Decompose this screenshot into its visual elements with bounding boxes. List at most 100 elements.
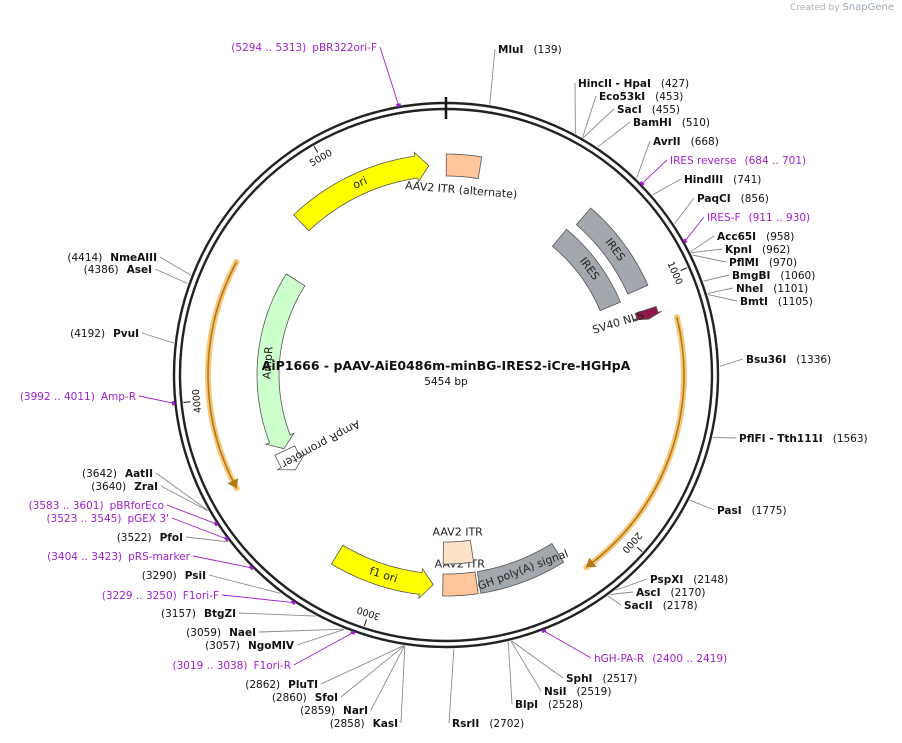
site-f1ori-r[interactable]: (3019 .. 3038)F1ori-R <box>173 660 291 672</box>
feature-ampr-promoter[interactable] <box>274 445 306 471</box>
site-position: (3522) <box>117 532 152 544</box>
site-name: PsiI <box>185 570 206 582</box>
site-name: AvrII <box>653 136 681 148</box>
site-position: (962) <box>762 244 790 256</box>
site-position: (2519) <box>577 686 612 698</box>
leader-line <box>448 648 455 724</box>
site-paqci[interactable]: PaqCI(856) <box>697 193 769 205</box>
tick-mark <box>636 546 643 553</box>
site-pbr322ori-f[interactable]: (5294 .. 5313)pBR322ori-F <box>231 42 377 54</box>
site-nmeaiii[interactable]: (4414)NmeAIII <box>67 252 157 264</box>
site-kasi[interactable]: (2858)KasI <box>330 718 398 730</box>
site-asci[interactable]: AscI(2170) <box>636 587 705 599</box>
site-position: (911 .. 930) <box>749 212 811 224</box>
leader-line <box>712 436 737 439</box>
site-position: (3229 .. 3250) <box>102 590 177 602</box>
site-name: PflMI <box>729 257 759 269</box>
site-eco53ki[interactable]: Eco53kI(453) <box>599 91 683 103</box>
site-asei[interactable]: (4386)AseI <box>84 264 152 276</box>
feature-ori[interactable] <box>293 151 430 232</box>
site-amp-r[interactable]: (3992 .. 4011)Amp-R <box>20 391 136 403</box>
site-pspxi[interactable]: PspXI(2148) <box>650 574 728 586</box>
leader-line <box>607 595 622 606</box>
leader-line <box>674 197 695 225</box>
leader-line <box>615 578 648 591</box>
site-sacii[interactable]: SacII(2178) <box>624 600 698 612</box>
leader-line <box>370 645 405 711</box>
site-pbrforeco[interactable]: (3583 .. 3601)pBRforEco <box>29 500 164 512</box>
site-pvui[interactable]: (4192)PvuI <box>70 328 139 340</box>
site-name: BlpI <box>515 699 538 711</box>
site-sphi[interactable]: SphI(2517) <box>566 673 637 685</box>
feature-ampr[interactable] <box>256 273 306 450</box>
feature-ires[interactable] <box>575 207 649 295</box>
leader-line <box>597 121 631 148</box>
site-sfoi[interactable]: (2860)SfoI <box>272 692 338 704</box>
leader-line <box>171 517 227 540</box>
site-bsu36i[interactable]: Bsu36I(1336) <box>746 354 831 366</box>
site-psii[interactable]: (3290)PsiI <box>142 570 206 582</box>
site-position: (1336) <box>796 354 831 366</box>
site-pluti[interactable]: (2862)PluTI <box>245 679 318 691</box>
site-nari[interactable]: (2859)NarI <box>300 705 368 717</box>
leader-line <box>684 216 705 242</box>
site-rsrii[interactable]: RsrII(2702) <box>452 718 524 730</box>
feature-aav2-itr[interactable] <box>442 571 479 597</box>
tick-mark <box>183 401 191 403</box>
leader-line <box>138 395 174 404</box>
orf-arrowhead <box>586 557 597 568</box>
site-aatii[interactable]: (3642)AatII <box>82 468 153 480</box>
site-name: Eco53kI <box>599 91 645 103</box>
feature-hgh-poly-a-signal[interactable] <box>476 542 565 594</box>
site-bmgbi[interactable]: BmgBI(1060) <box>732 270 815 282</box>
primer-mark <box>682 238 688 244</box>
site-ngomiv[interactable]: (3057)NgoMIV <box>205 640 295 652</box>
site-mlui[interactable]: MluI(139) <box>498 44 562 56</box>
feature-f1-ori[interactable] <box>330 544 434 600</box>
site-bmti[interactable]: BmtI(1105) <box>740 296 813 308</box>
site-acc65i[interactable]: Acc65I(958) <box>717 231 794 243</box>
site-naei[interactable]: (3059)NaeI <box>186 627 256 639</box>
feature-aav2-itr[interactable] <box>442 539 475 565</box>
leader-line <box>379 46 400 106</box>
leader-line <box>221 594 294 603</box>
site-nhei[interactable]: NheI(1101) <box>736 283 808 295</box>
site-prs-marker[interactable]: (3404 .. 3423)pRS-marker <box>47 551 191 563</box>
site-nsii[interactable]: NsiI(2519) <box>544 686 611 698</box>
feature-sv40-nls[interactable] <box>632 306 662 321</box>
site-position: (3583 .. 3601) <box>29 500 104 512</box>
site-blpi[interactable]: BlpI(2528) <box>515 699 583 711</box>
tick-label: 5000 <box>308 148 334 170</box>
site-pgex-3[interactable]: (3523 .. 3545)pGEX 3' <box>46 513 169 525</box>
site-hgh-pa-r[interactable]: hGH-PA-R(2400 .. 2419) <box>594 653 727 665</box>
site-avrii[interactable]: AvrII(668) <box>653 136 719 148</box>
site-position: (2400 .. 2419) <box>652 653 727 665</box>
site-zrai[interactable]: (3640)ZraI <box>91 481 158 493</box>
site-ires-f[interactable]: IRES-F(911 .. 930) <box>707 212 810 224</box>
site-pfoi[interactable]: (3522)PfoI <box>117 532 183 544</box>
site-pasi[interactable]: PasI(1775) <box>717 505 787 517</box>
feature-ires[interactable] <box>551 228 621 312</box>
site-btgzi[interactable]: (3157)BtgZI <box>161 608 236 620</box>
primer-mark <box>541 628 547 634</box>
feature-aav2-itr-alternate[interactable] <box>445 153 483 180</box>
site-bamhi[interactable]: BamHI(510) <box>633 117 710 129</box>
site-pflmi[interactable]: PflMI(970) <box>729 257 797 269</box>
leader-line <box>511 640 564 679</box>
site-labels[interactable]: MluI(139)HincII - HpaI(427)Eco53kI(453)S… <box>20 42 868 730</box>
site-hincii-hpai[interactable]: HincII - HpaI(427) <box>578 78 689 90</box>
site-name: NaeI <box>229 627 256 639</box>
site-f1ori-f[interactable]: (3229 .. 3250)F1ori-F <box>102 590 219 602</box>
site-ires-reverse[interactable]: IRES reverse(684 .. 701) <box>670 155 806 167</box>
site-position: (427) <box>661 78 689 90</box>
site-pflfi-tth111i[interactable]: PflFI - Tth111I(1563) <box>739 433 868 445</box>
tick-mark <box>313 146 319 153</box>
site-hindiii[interactable]: HindIII(741) <box>684 174 761 186</box>
site-leader-lines <box>138 46 744 724</box>
site-saci[interactable]: SacI(455) <box>617 104 680 116</box>
leader-line <box>154 268 188 284</box>
leader-line <box>707 287 734 294</box>
leader-line <box>689 499 715 511</box>
site-kpni[interactable]: KpnI(962) <box>725 244 790 256</box>
site-name: AscI <box>636 587 661 599</box>
